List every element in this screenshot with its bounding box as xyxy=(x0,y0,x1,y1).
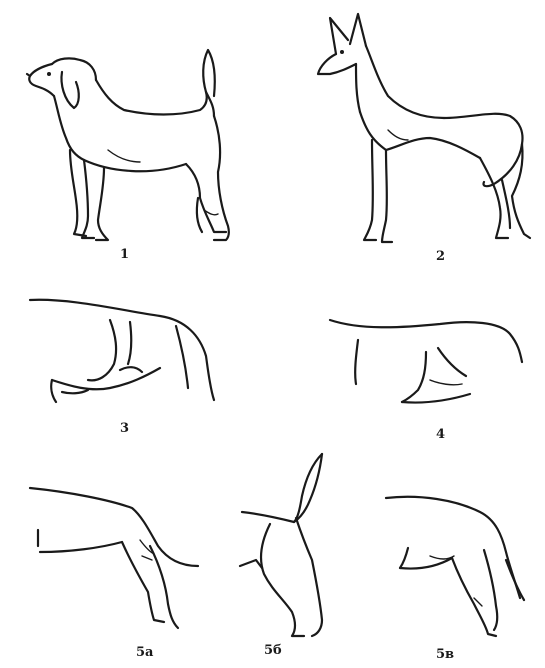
dog-figure-5b xyxy=(240,454,322,636)
dog-figure-5v xyxy=(386,497,524,636)
figure-label-5v: 5в xyxy=(436,648,454,661)
dog-figure-4 xyxy=(330,320,522,403)
figure-label-1: 1 xyxy=(120,248,129,261)
dog-figure-5a xyxy=(30,488,198,628)
dog-figure-3 xyxy=(30,300,214,402)
figure-label-3: 3 xyxy=(120,422,129,435)
dog-figure-2 xyxy=(318,14,530,242)
figure-label-5b: 5б xyxy=(264,644,282,657)
dog-figure-1 xyxy=(27,50,229,240)
figure-label-4: 4 xyxy=(436,428,445,441)
figure-label-2: 2 xyxy=(436,250,445,263)
figure-label-5a: 5a xyxy=(136,646,153,659)
